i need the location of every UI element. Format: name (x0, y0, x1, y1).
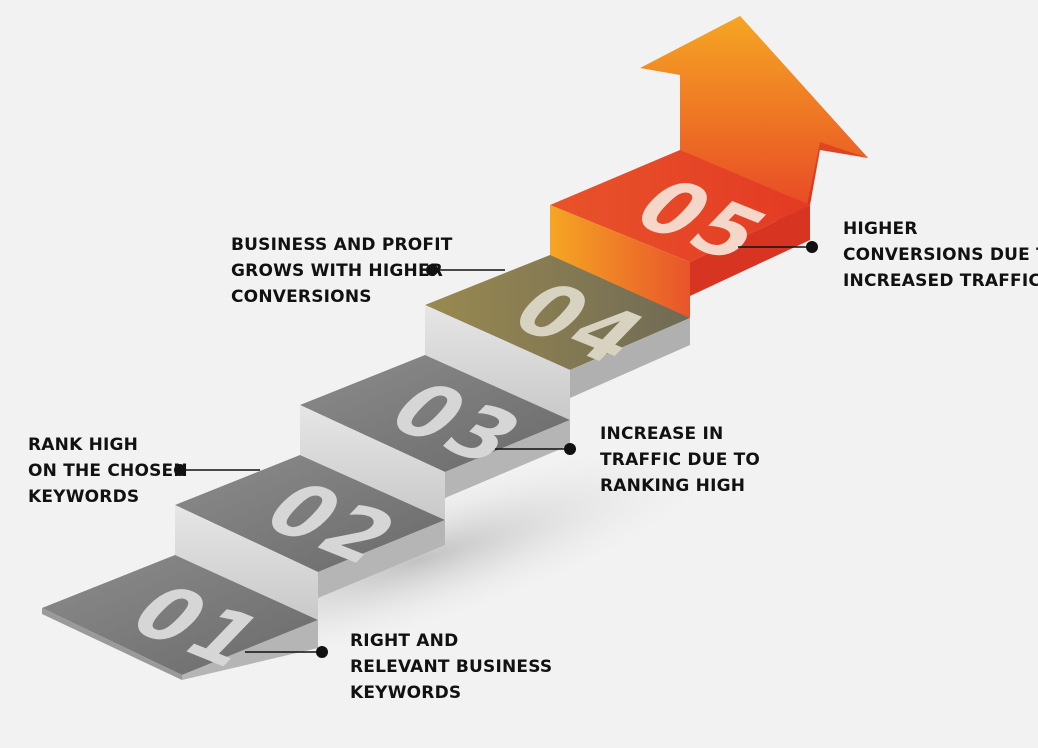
step-3 (300, 355, 570, 520)
step-4-label-line-3: CONVERSIONS (231, 287, 372, 307)
step-4 (425, 255, 690, 420)
step-1-label: RIGHT AND RELEVANT BUSINESS KEYWORDS (350, 628, 552, 706)
step-2-label-line-2: ON THE CHOSEN (28, 461, 188, 481)
step-5-label-line-3: INCREASED TRAFFIC (843, 271, 1038, 291)
step-1 (42, 555, 318, 680)
step-3-label-line-3: RANKING HIGH (600, 476, 746, 496)
connector-4 (426, 264, 505, 276)
step-3-label-line-1: INCREASE IN (600, 424, 724, 444)
connector-2 (174, 464, 260, 476)
step-4-label: BUSINESS AND PROFIT GROWS WITH HIGHER CO… (231, 232, 453, 310)
step-1-label-line-1: RIGHT AND (350, 631, 459, 651)
step-3-label-line-2: TRAFFIC DUE TO (600, 450, 761, 470)
connector-1 (245, 646, 328, 658)
step-4-label-line-1: BUSINESS AND PROFIT (231, 235, 453, 255)
step-1-label-line-2: RELEVANT BUSINESS (350, 657, 553, 677)
step-5-label-line-1: HIGHER (843, 219, 918, 239)
step-2-label-line-1: RANK HIGH (28, 435, 139, 455)
connector-5 (738, 241, 818, 253)
step-2-label-line-3: KEYWORDS (28, 487, 140, 507)
connector-3 (495, 443, 576, 455)
step-4-label-line-2: GROWS WITH HIGHER (231, 261, 444, 281)
step-2 (175, 455, 445, 620)
step-2-label: RANK HIGH ON THE CHOSEN KEYWORDS (28, 432, 188, 510)
step-5-label: HIGHER CONVERSIONS DUE TO INCREASED TRAF… (843, 216, 1038, 294)
step-5-label-line-2: CONVERSIONS DUE TO (843, 245, 1038, 265)
step-1-label-line-3: KEYWORDS (350, 683, 462, 703)
step-5 (550, 150, 810, 318)
step-3-label: INCREASE IN TRAFFIC DUE TO RANKING HIGH (600, 421, 760, 499)
